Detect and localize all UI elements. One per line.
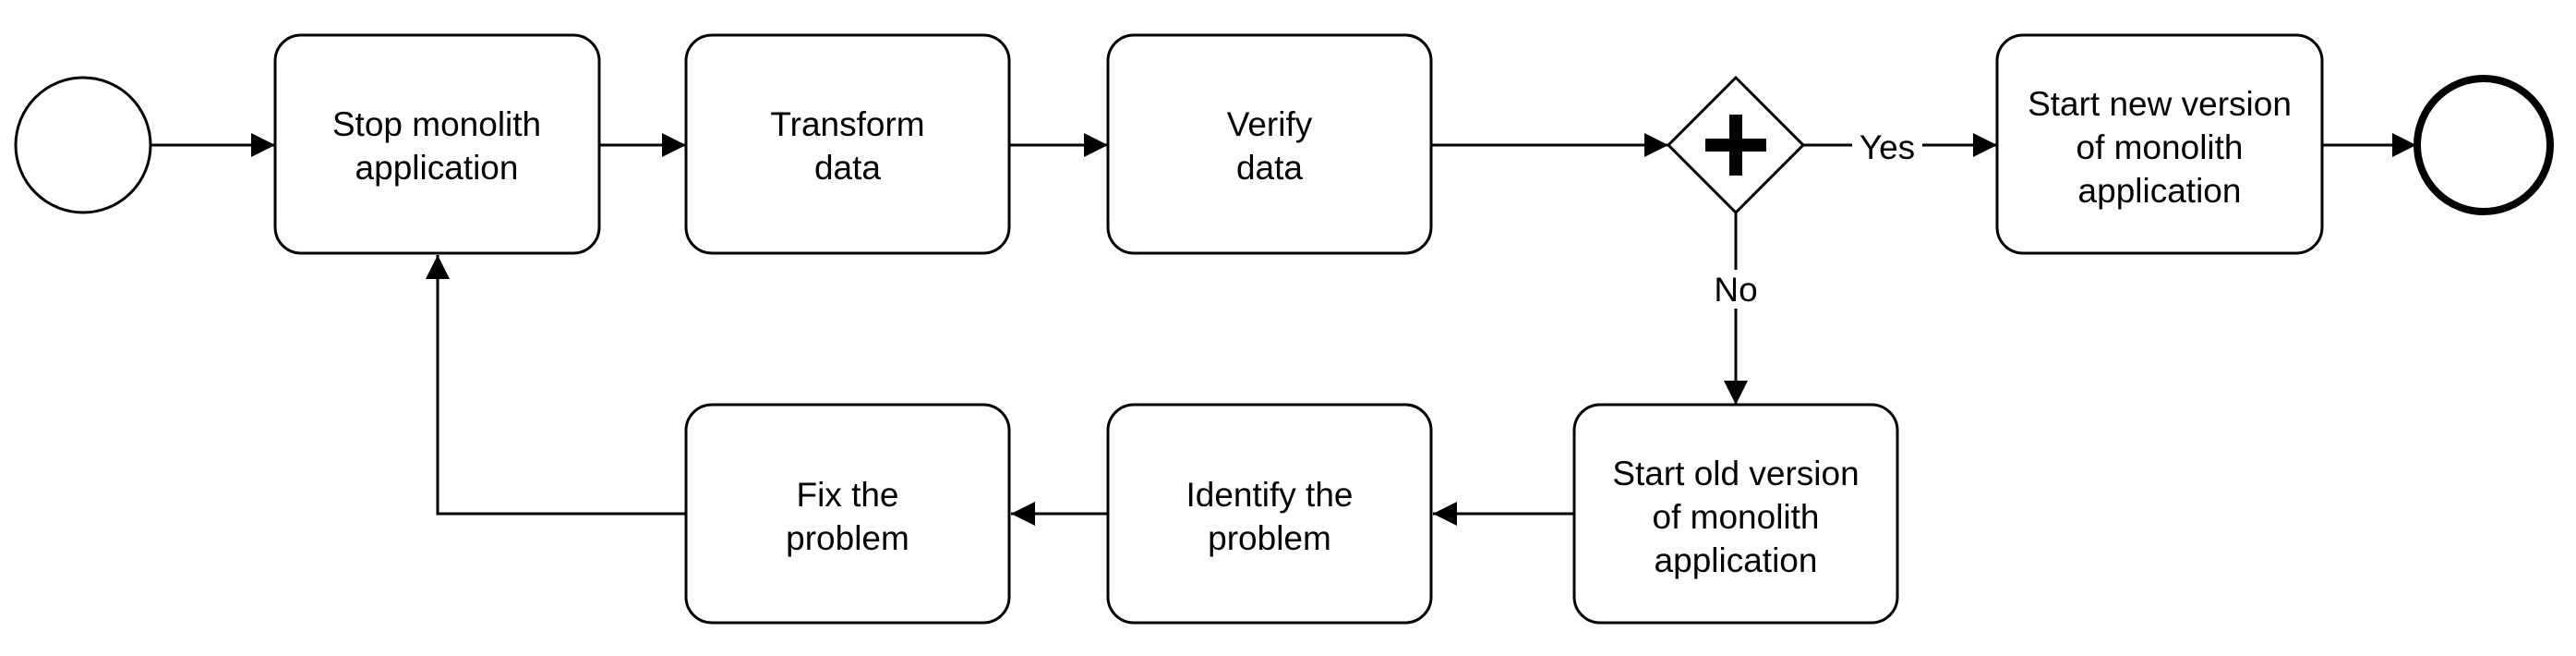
task-label: Stop monolith [332,105,541,143]
task-label: application [2078,172,2242,210]
end-event [2413,75,2554,215]
task-label: Verify [1227,105,1313,143]
task-identify-problem: Identify the problem [1106,403,1433,625]
task-label: problem [1208,519,1331,557]
no-label: No [1714,271,1757,309]
task-label: application [1655,541,1818,579]
task-stop-monolith: Stop monolith application [273,33,601,255]
task-label: Transform [770,105,924,143]
task-label: of monolith [2076,128,2244,166]
task-label: Start old version [1612,455,1859,492]
task-verify-data: Verify data [1106,33,1433,255]
start-event [14,76,152,214]
task-label: data [814,149,881,187]
task-label: data [1236,149,1303,187]
task-transform-data: Transform data [684,33,1011,255]
task-start-old-version: Start old version of monolith applicatio… [1572,403,1899,625]
task-fix-problem: Fix the problem [684,403,1011,625]
task-label: of monolith [1653,498,1820,536]
task-label: Fix the [796,476,898,514]
task-label: Start new version [2028,85,2292,123]
task-label: problem [786,519,909,557]
flow-fix-to-stop [426,255,686,516]
task-label: Identify the [1186,476,1353,514]
yes-label: Yes [1860,128,1915,166]
task-start-new-version: Start new version of monolith applicatio… [1995,33,2324,255]
parallel-gateway [1666,75,1806,215]
task-label: application [355,149,519,187]
